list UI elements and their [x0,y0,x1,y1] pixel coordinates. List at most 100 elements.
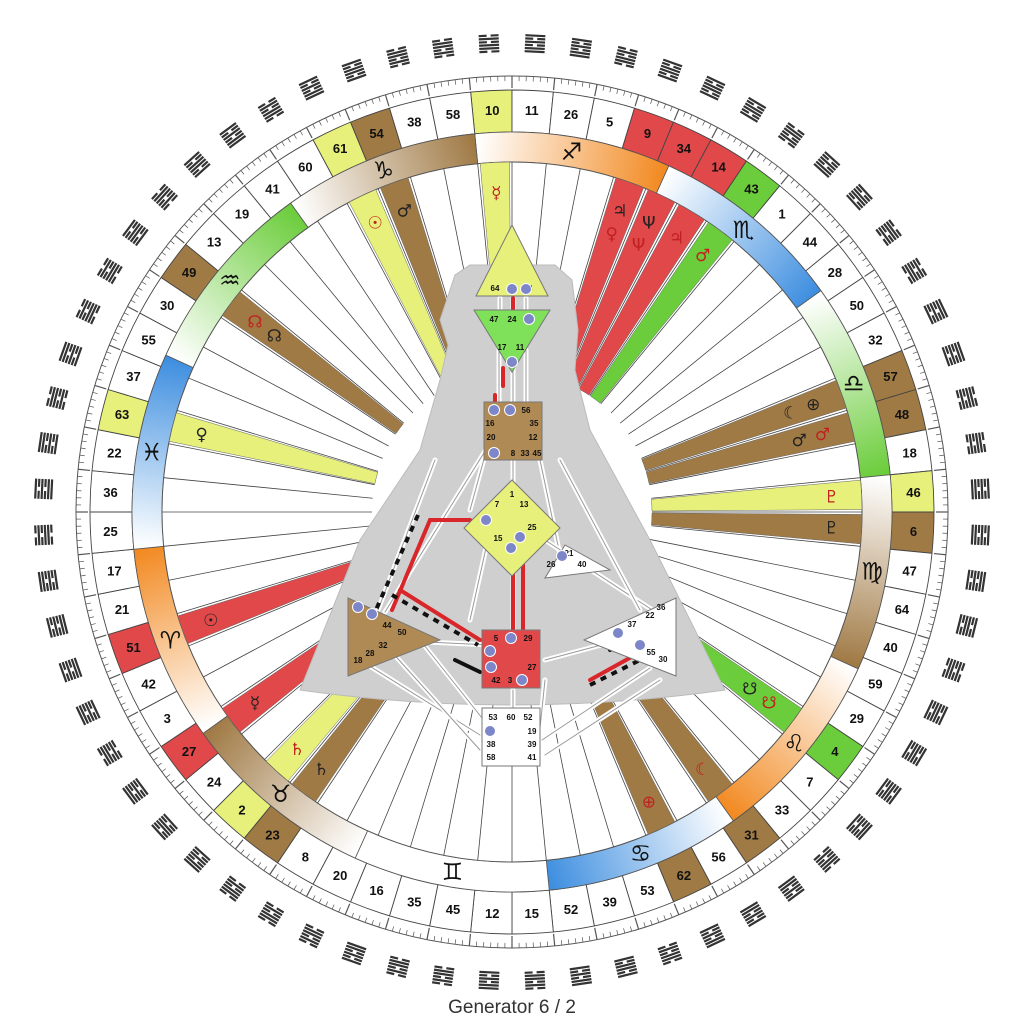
tick-mark [689,904,693,910]
hexagram-line [341,956,362,966]
tick-mark [84,426,97,430]
channel-edge [419,639,491,729]
tick-mark [935,433,942,436]
tick-mark [835,795,841,800]
hexagram-line [84,302,95,322]
hexagram-line [223,883,241,897]
hexagram-line [81,703,87,712]
channel-edge [544,679,661,756]
hexagram-icon [58,657,83,683]
hexagram-icon [478,970,500,990]
hexagram-line [822,845,830,853]
hexagram-line [934,715,941,725]
tick-mark [229,179,234,184]
tick-mark [881,287,887,291]
tick-mark [331,114,335,120]
tick-mark [433,935,436,942]
hexagram-line [918,746,925,755]
hexagram-line [479,977,500,981]
tick-mark [917,364,923,368]
zodiac-sign-icon: ♒ [219,266,241,294]
ray-divider [635,346,821,447]
tick-mark [447,938,450,944]
hexagram-line [941,668,947,678]
tick-mark [695,117,699,123]
tick-mark [305,127,313,139]
gate-number-label: 46 [906,485,920,500]
tick-mark [208,821,213,826]
tick-mark [937,581,943,584]
hexagram-line [64,355,70,364]
tick-mark [371,99,374,104]
hexagram-line [743,912,752,919]
tick-mark [898,702,904,706]
hexagram-line [46,479,51,500]
hexagram-line [756,105,765,112]
hexagram-line [524,977,545,981]
hexagram-line [45,582,50,592]
center-ajna: 47244171143 [473,309,551,373]
hexagram-line [817,858,826,866]
hexagram-line [923,305,934,325]
zodiac-sign-icon: ♏ [733,216,755,244]
hexagram-line [265,901,274,908]
gate-number-label: 54 [369,126,384,141]
tick-mark [287,137,291,143]
tick-mark [88,405,95,408]
hexagram-line [947,344,957,365]
hexagram-line [78,299,90,319]
hexagram-line [50,570,54,579]
tick-mark [257,157,262,162]
hexagram-line [356,951,365,957]
hexagram-line [941,346,951,367]
gate-number-label: 45 [446,902,460,917]
hexagram-line [161,830,169,839]
tick-mark [790,179,795,184]
tick-mark [461,78,464,84]
tick-mark [904,689,910,693]
hexagram-line [583,42,592,46]
hexagram-line [219,888,227,895]
tick-mark [695,901,699,907]
center-gate-label: 21 [565,549,574,558]
tick-mark [305,885,313,897]
tick-mark [229,840,234,845]
hexagram-line [341,58,362,68]
hexagram-line [968,581,972,591]
gate-number-label: 11 [525,103,539,118]
hexagram-line [813,162,830,179]
hexagram-icon [777,875,805,902]
hexagram-line [46,524,51,545]
gate-number-label: 63 [115,407,129,422]
tick-mark [574,938,577,944]
hexagram-line [909,744,922,764]
hexagram-line [305,90,325,101]
activated-channel-black [453,658,482,674]
defined-gate-circle [523,313,535,325]
hexagram-line [880,224,888,233]
center-gate-label: 19 [528,727,537,736]
hexagram-icon [965,431,987,455]
activated-channel [588,653,637,682]
hexagram-icon [923,699,949,726]
hexagram-icon [569,965,593,987]
center-gate-label: 11 [516,343,525,352]
tick-mark [281,877,285,883]
hexagram-line [160,815,168,823]
hexagram-line [103,257,110,266]
hexagram-line [431,39,441,43]
hexagram-line [271,102,280,109]
hexagram-line [389,958,410,966]
tick-mark [90,623,96,626]
tick-mark [88,616,95,619]
gate-number-label: 44 [803,235,818,250]
hexagram-line [478,986,499,990]
hexagram-line [139,226,147,235]
planet-glyph-icon: ♂ [792,431,807,451]
hexagram-line [967,446,971,455]
hexagram-line [921,267,928,276]
hexagram-line [124,785,139,803]
hexagram-line [616,964,637,972]
hexagram-icon [657,941,683,966]
hexagram-line [883,223,897,241]
